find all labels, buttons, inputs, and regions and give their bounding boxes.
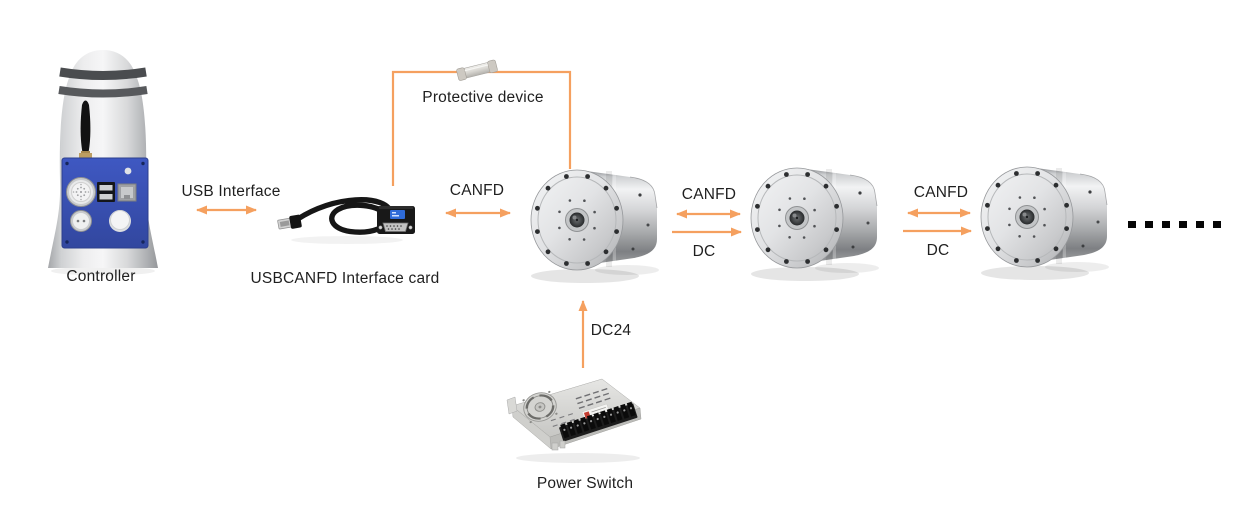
fuse-image [456,59,498,81]
dc-label-2: DC [926,242,950,259]
round-connector-large [66,177,96,207]
power-button [109,210,131,232]
canfd-label-1: CANFD [449,182,505,199]
ethernet-port [117,183,137,202]
dc24-label: DC24 [590,322,632,339]
side-markings [550,413,575,427]
more-motors-ellipsis [1128,221,1221,228]
ellipsis-dot [1128,221,1136,228]
canfd-label-3: CANFD [913,184,969,201]
ellipsis-dot [1196,221,1204,228]
controller-image [48,50,158,276]
led-indicator [124,167,132,175]
power-supply-image [506,378,642,463]
db9-connector [382,222,409,232]
vent-slots [575,387,611,410]
controller-label: Controller [66,268,136,285]
protective-device-label: Protective device [422,89,544,106]
ellipsis-dot [1162,221,1170,228]
interface-card-label: USBCANFD Interface card [250,270,440,287]
fan-grille [522,390,558,424]
motor-2-image [750,167,880,282]
interface-card-image [277,197,415,244]
canfd-label-2: CANFD [681,186,737,203]
usb-interface-label: USB Interface [181,183,281,200]
power-switch-label: Power Switch [536,475,634,492]
usb-cable [289,197,394,235]
terminal-block [559,401,638,442]
ellipsis-dot [1213,221,1221,228]
canfd-adapter-box [377,206,415,234]
usb-plug [277,214,302,230]
motor-3-image [980,166,1110,281]
antenna [80,100,91,155]
round-connector-small [70,210,92,232]
ellipsis-dot [1145,221,1153,228]
motor-1-image [530,169,660,284]
ellipsis-dot [1179,221,1187,228]
usb-ports [97,182,115,202]
dc-label-1: DC [692,243,716,260]
